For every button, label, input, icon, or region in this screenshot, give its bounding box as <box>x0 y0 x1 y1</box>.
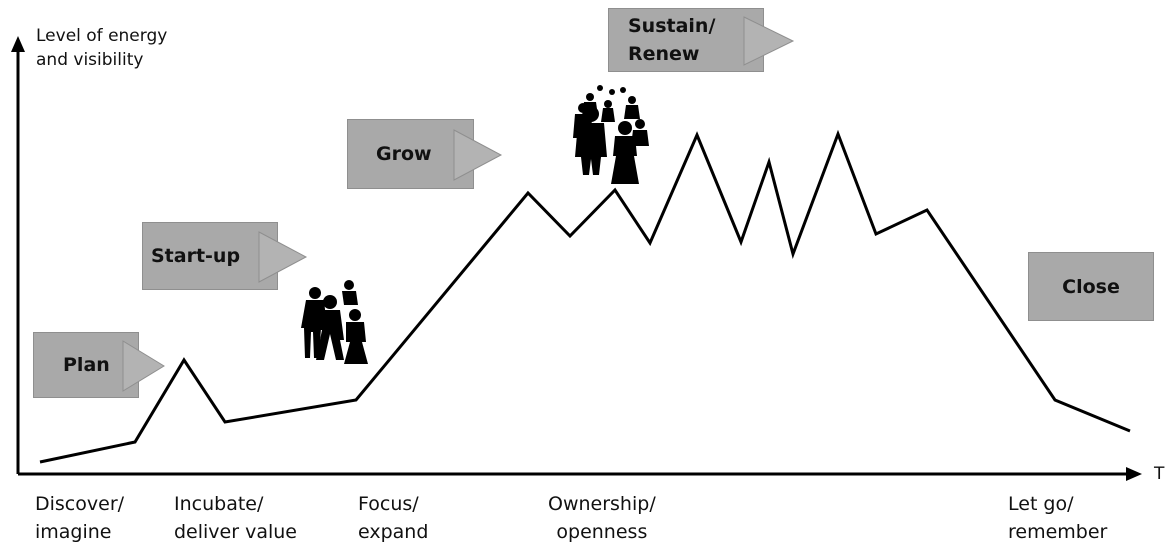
phase-label: Start-up <box>151 245 241 267</box>
stage-label-let-go: Let go/ remember <box>1008 493 1108 543</box>
phase-arrow-icon <box>258 231 308 283</box>
phase-arrow-icon <box>453 129 503 181</box>
phase-label: Grow <box>376 143 432 165</box>
energy-curve <box>39 129 1131 464</box>
stage-label-incubate: Incubate/ deliver value <box>174 493 297 543</box>
x-axis-end-label: T <box>1154 464 1165 484</box>
y-axis-arrowhead <box>11 36 25 52</box>
phase-plan: Plan <box>33 332 139 398</box>
phase-grow: Grow <box>347 119 474 189</box>
y-axis-title: Level of energy and visibility <box>36 26 168 70</box>
phase-arrow-icon <box>122 340 165 392</box>
stage-label-ownership: Ownership/ openness <box>548 493 656 543</box>
phase-sustain-renew: Sustain/ Renew <box>608 8 764 72</box>
phase-arrow-icon <box>743 16 795 66</box>
phase-close: Close <box>1028 252 1154 321</box>
people-group-icon <box>301 280 368 364</box>
x-axis-arrowhead <box>1126 467 1142 481</box>
phase-label: Sustain/ Renew <box>628 15 716 65</box>
phase-start-up: Start-up <box>142 222 278 290</box>
stage-label-discover: Discover/ imagine <box>35 493 125 543</box>
stage-label-focus: Focus/ expand <box>358 493 429 543</box>
phase-label: Close <box>1062 275 1120 298</box>
phase-label: Plan <box>63 354 110 376</box>
crowd-icon <box>573 85 649 184</box>
